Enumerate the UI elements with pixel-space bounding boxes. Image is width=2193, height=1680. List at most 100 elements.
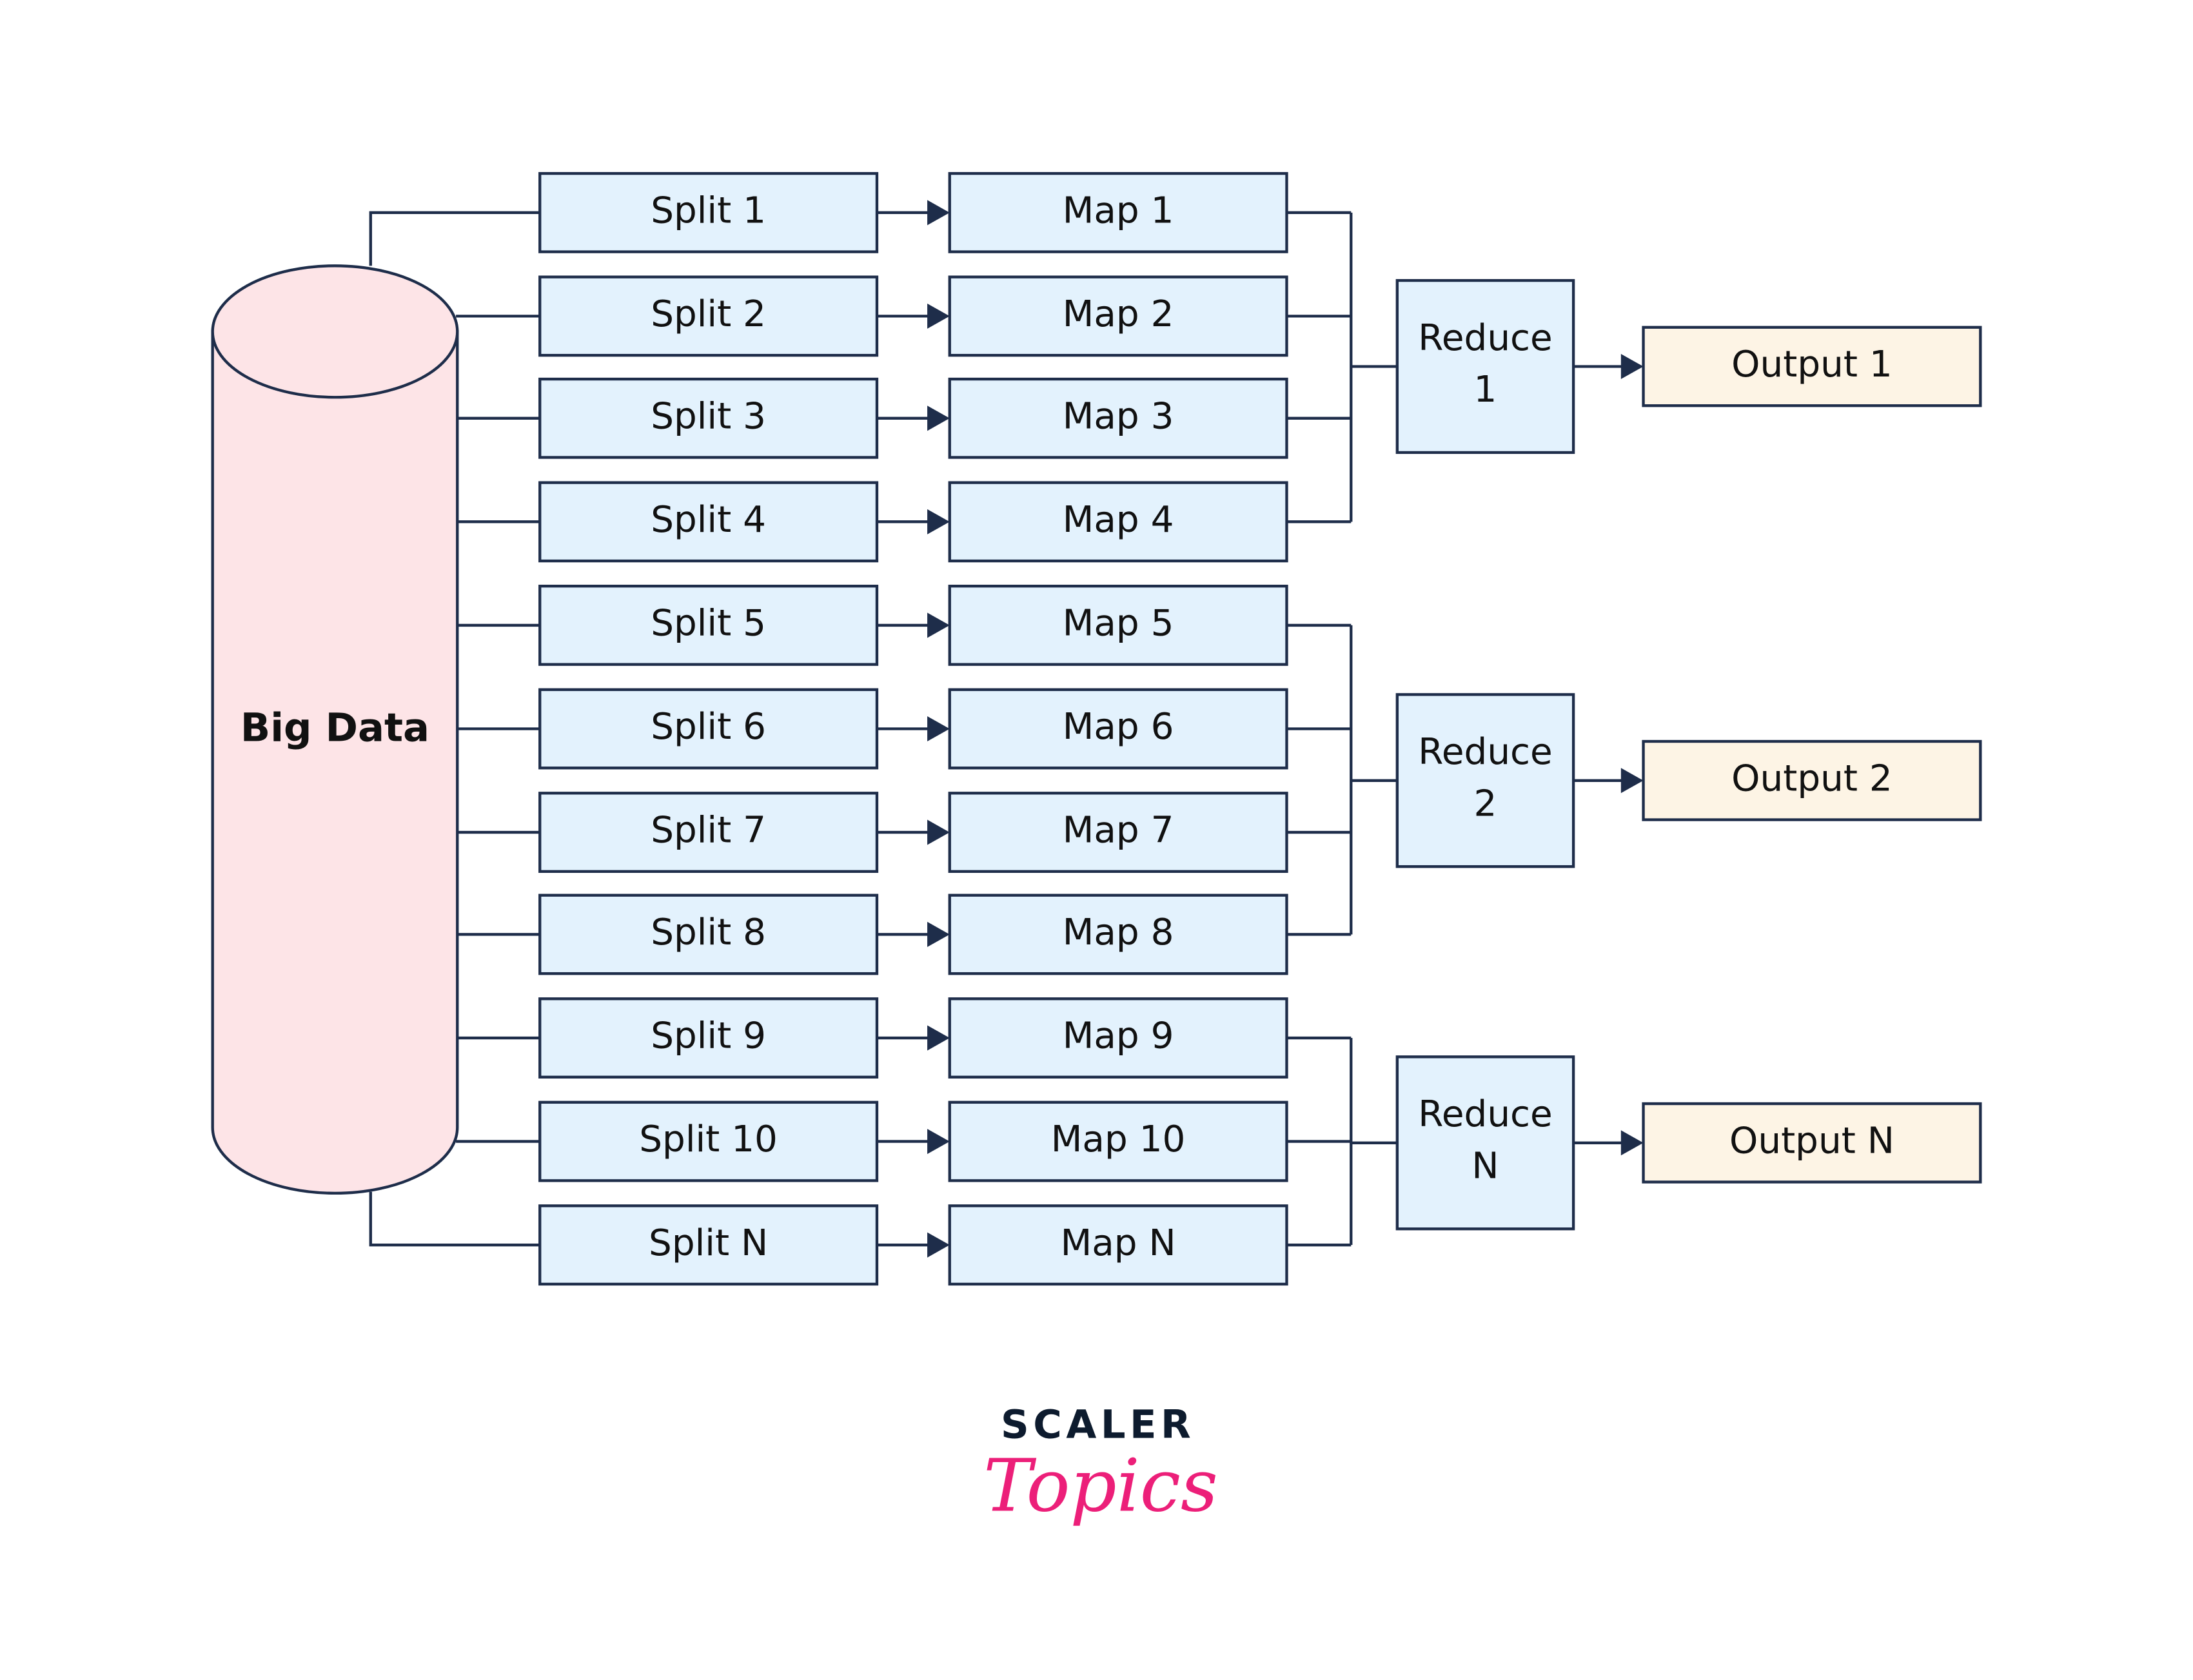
logo-topics-text: Topics [983, 1443, 1218, 1528]
split-node: Split 10 [538, 1100, 879, 1182]
reduce-box [1395, 1055, 1575, 1231]
split-box [538, 1204, 879, 1286]
split-label: Split 1 [651, 190, 766, 231]
split-box [538, 377, 879, 459]
map-label: Map 6 [1063, 706, 1174, 748]
output-column: Output 1 Output 2 Output N [1642, 326, 1982, 1184]
split-label: Split 8 [651, 912, 766, 953]
map-box [948, 894, 1288, 975]
cylinder-body [211, 330, 459, 1195]
map-node: Map 1 [948, 171, 1288, 253]
split-box [538, 275, 879, 357]
arrow-head-icon [927, 303, 950, 329]
map-box [948, 275, 1288, 357]
split-box [538, 481, 879, 563]
reduce-label-line2: 2 [1474, 783, 1497, 825]
arrow-head-icon [927, 1129, 950, 1155]
split-label: Split N [649, 1222, 768, 1264]
map-node: Map 6 [948, 688, 1288, 770]
map-node: Map 4 [948, 481, 1288, 563]
reduce-box [1395, 278, 1575, 454]
output-label: Output 1 [1731, 344, 1893, 386]
split-node: Split N [538, 1204, 879, 1286]
map-node: Map 5 [948, 585, 1288, 666]
split-label: Split 6 [651, 706, 766, 748]
output-node: Output 1 [1642, 326, 1982, 407]
arrow-head-icon [927, 819, 950, 845]
split-box [538, 792, 879, 873]
connectors [369, 200, 1644, 1258]
output-box [1642, 739, 1982, 821]
split-label: Split 2 [651, 293, 766, 335]
map-column: Map 1 Map 2 Map 3 Map 4 Map 5 Map 6 Map 7 Map 8… [948, 171, 1288, 1286]
arrow-head-icon [927, 716, 950, 742]
reduce-label-line2: 1 [1474, 369, 1497, 411]
map-box [948, 481, 1288, 563]
arrow-head-icon [927, 612, 950, 638]
map-label: Map 3 [1063, 395, 1174, 437]
map-node: Map 10 [948, 1100, 1288, 1182]
map-node: Map 8 [948, 894, 1288, 975]
split-node: Split 5 [538, 585, 879, 666]
map-label: Map 8 [1063, 912, 1174, 953]
split-column: Split 1 Split 2 Split 3 Split 4 Split 5 Split… [538, 171, 879, 1286]
big-data-label: Big Data [241, 705, 429, 750]
split-label: Split 4 [651, 499, 766, 541]
split-label: Split 3 [651, 395, 766, 437]
arrow-head-icon [927, 405, 950, 431]
map-label: Map 5 [1063, 603, 1174, 645]
split-label: Split 5 [651, 603, 766, 645]
split-node: Split 1 [538, 171, 879, 253]
map-label: Map 9 [1063, 1015, 1174, 1057]
output-label: Output 2 [1731, 757, 1893, 799]
arrow-head-icon [1620, 1130, 1644, 1156]
logo-scaler-text: SCALER [1001, 1403, 1195, 1448]
split-box [538, 171, 879, 253]
scaler-topics-logo: SCALER Topics [983, 1403, 1218, 1529]
split-box [538, 1100, 879, 1182]
split-node: Split 8 [538, 894, 879, 975]
map-box [948, 1100, 1288, 1182]
arrow-head-icon [927, 1025, 950, 1051]
map-label: Map 2 [1063, 293, 1174, 335]
map-node: Map N [948, 1204, 1288, 1286]
split-node: Split 2 [538, 275, 879, 357]
arrow-head-icon [927, 200, 950, 226]
split-node: Split 3 [538, 377, 879, 459]
arrow-head-icon [1620, 768, 1644, 794]
split-node: Split 4 [538, 481, 879, 563]
map-label: Map N [1061, 1222, 1176, 1264]
split-node: Split 7 [538, 792, 879, 873]
map-box [948, 171, 1288, 253]
output-node: Output N [1642, 1102, 1982, 1184]
map-box [948, 688, 1288, 770]
map-label: Map 1 [1063, 190, 1174, 231]
reduce-label-line1: Reduce [1418, 731, 1553, 773]
split-box [538, 585, 879, 666]
map-node: Map 9 [948, 997, 1288, 1079]
split-label: Split 7 [651, 810, 766, 852]
split-node: Split 6 [538, 688, 879, 770]
arrow-head-icon [927, 921, 950, 947]
reduce-label-line2: N [1471, 1145, 1499, 1187]
map-node: Map 3 [948, 377, 1288, 459]
arrow-head-icon [1620, 353, 1644, 380]
map-box [948, 792, 1288, 873]
reduce-node: Reduce 2 [1395, 693, 1575, 868]
map-node: Map 7 [948, 792, 1288, 873]
output-node: Output 2 [1642, 739, 1982, 821]
source-to-split-connector [369, 211, 540, 266]
map-box [948, 997, 1288, 1079]
reduce-box [1395, 693, 1575, 868]
split-label: Split 9 [651, 1015, 766, 1057]
split-box [538, 894, 879, 975]
output-box [1642, 326, 1982, 407]
output-box [1642, 1102, 1982, 1184]
split-node: Split 9 [538, 997, 879, 1079]
map-label: Map 10 [1051, 1118, 1186, 1160]
source-to-split-connector [369, 1191, 540, 1247]
split-box [538, 997, 879, 1079]
